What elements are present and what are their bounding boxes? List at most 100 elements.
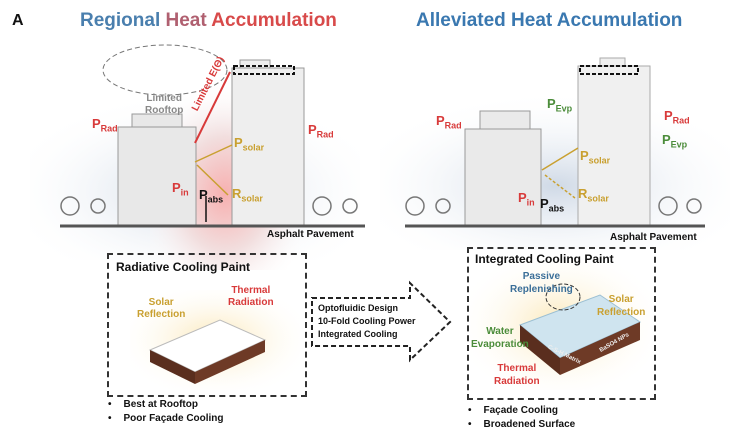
- label-line: Thermal: [231, 285, 271, 296]
- sub: abs: [207, 194, 224, 205]
- rooftop-marker: [233, 65, 295, 75]
- sym: P: [664, 108, 673, 123]
- sub: solar: [241, 193, 263, 204]
- sym: P: [547, 96, 556, 111]
- integrated-cooling-title: Integrated Cooling Paint: [475, 252, 614, 266]
- replenishing-ellipse: [545, 283, 581, 311]
- sub: Evp: [670, 139, 688, 150]
- sym: P: [436, 113, 445, 128]
- rooftop-uses-ellipse: [102, 44, 228, 96]
- baso4-substrate: [560, 322, 640, 375]
- label-line: Radiation: [228, 297, 274, 308]
- label-line: Reflection: [137, 309, 186, 320]
- building-left-short: [117, 113, 197, 226]
- label-line: Solar: [148, 297, 174, 308]
- integrated-cooling-box: [467, 247, 656, 400]
- bullet: Best at Rooftop: [108, 398, 224, 412]
- sub: abs: [548, 203, 565, 214]
- label-line: Thermal: [497, 363, 537, 374]
- sym: P: [580, 148, 589, 163]
- radiative-cooling-title: Radiative Cooling Paint: [116, 260, 251, 274]
- sub: solar: [587, 193, 609, 204]
- label-line: Water: [486, 326, 514, 337]
- label-line: Reflection: [597, 307, 646, 318]
- p-rad-label-2: PRad: [308, 122, 334, 140]
- sub: in: [180, 187, 189, 198]
- sym: P: [540, 196, 549, 211]
- label-line: Replenishing: [510, 284, 573, 295]
- cs-h-substrate: [520, 325, 560, 375]
- solar-arrow: [194, 144, 233, 163]
- sym: R: [232, 186, 242, 201]
- p-evp-label-2: PEvp: [662, 132, 687, 150]
- sub: Rad: [444, 120, 462, 131]
- cool-haze-right: [380, 90, 730, 250]
- p-solar-label: Psolar: [234, 135, 264, 153]
- title-part: Accumulation: [211, 10, 337, 31]
- p-rad-label: PRad: [92, 116, 118, 134]
- bullet: Poor Façade Cooling: [108, 412, 224, 426]
- p-solar-label-right: Psolar: [580, 148, 610, 166]
- arrow-line: 10-Fold Cooling Power: [318, 316, 416, 326]
- label-line: Limited: [146, 93, 182, 104]
- asphalt-pavement-label-right: Asphalt Pavement: [610, 232, 697, 243]
- arrow-line: Optofluidic Design: [318, 303, 398, 313]
- building-right-tall: [577, 57, 651, 226]
- sym: P: [662, 132, 671, 147]
- solar-arrow-right: [541, 147, 579, 171]
- label-line: Solar: [608, 294, 634, 305]
- p-rad-label-right-2: PRad: [664, 108, 690, 126]
- sym: P: [308, 122, 317, 137]
- right-title: Alleviated Heat Accumulation: [416, 10, 683, 31]
- title-part: Regional: [80, 10, 166, 31]
- substrate-right: [195, 340, 265, 384]
- building-right-short: [464, 110, 542, 226]
- left-bullets: Best at RooftopPoor Façade Cooling: [108, 398, 224, 426]
- sub: Evp: [555, 103, 573, 114]
- sym: P: [234, 135, 243, 150]
- p-abs-label-right: Pabs: [540, 196, 564, 214]
- sub: Rad: [100, 123, 118, 134]
- building-left-tall: [231, 59, 305, 226]
- sym: P: [199, 187, 208, 202]
- asphalt-pavement-label: Asphalt Pavement: [267, 229, 354, 240]
- sub: in: [526, 197, 535, 208]
- transition-arrow: [311, 280, 452, 363]
- label-line: Radiation: [494, 376, 540, 387]
- sub: Rad: [672, 115, 690, 126]
- label-line: Evaporation: [471, 339, 529, 350]
- p-abs-label: Pabs: [199, 187, 223, 205]
- label-line: Passive: [522, 271, 561, 282]
- p-in-label: Pin: [172, 180, 189, 198]
- sub: Rad: [316, 129, 334, 140]
- p-evp-label: PEvp: [547, 96, 572, 114]
- panel-label: A: [12, 12, 24, 29]
- limited-emission-arrow: [194, 71, 231, 144]
- sym: R: [578, 186, 588, 201]
- left-title: Regional Heat Accumulation: [80, 10, 337, 32]
- arrow-line: Integrated Cooling: [318, 329, 398, 339]
- sub: solar: [588, 155, 611, 166]
- bullet: Façade Cooling: [468, 404, 575, 418]
- p-in-label-right: Pin: [518, 190, 535, 208]
- title-part: Heat: [165, 10, 212, 31]
- rooftop-marker-right: [579, 65, 639, 75]
- sym: P: [518, 190, 527, 205]
- reflected-solar-arrow: [196, 164, 229, 196]
- p-rad-label-right: PRad: [436, 113, 462, 131]
- sym: P: [172, 180, 181, 195]
- substrate-left: [150, 350, 195, 384]
- bullet: Broadened Surface: [468, 418, 576, 432]
- trees: [60, 196, 702, 216]
- label-line: Rooftop: [145, 105, 184, 116]
